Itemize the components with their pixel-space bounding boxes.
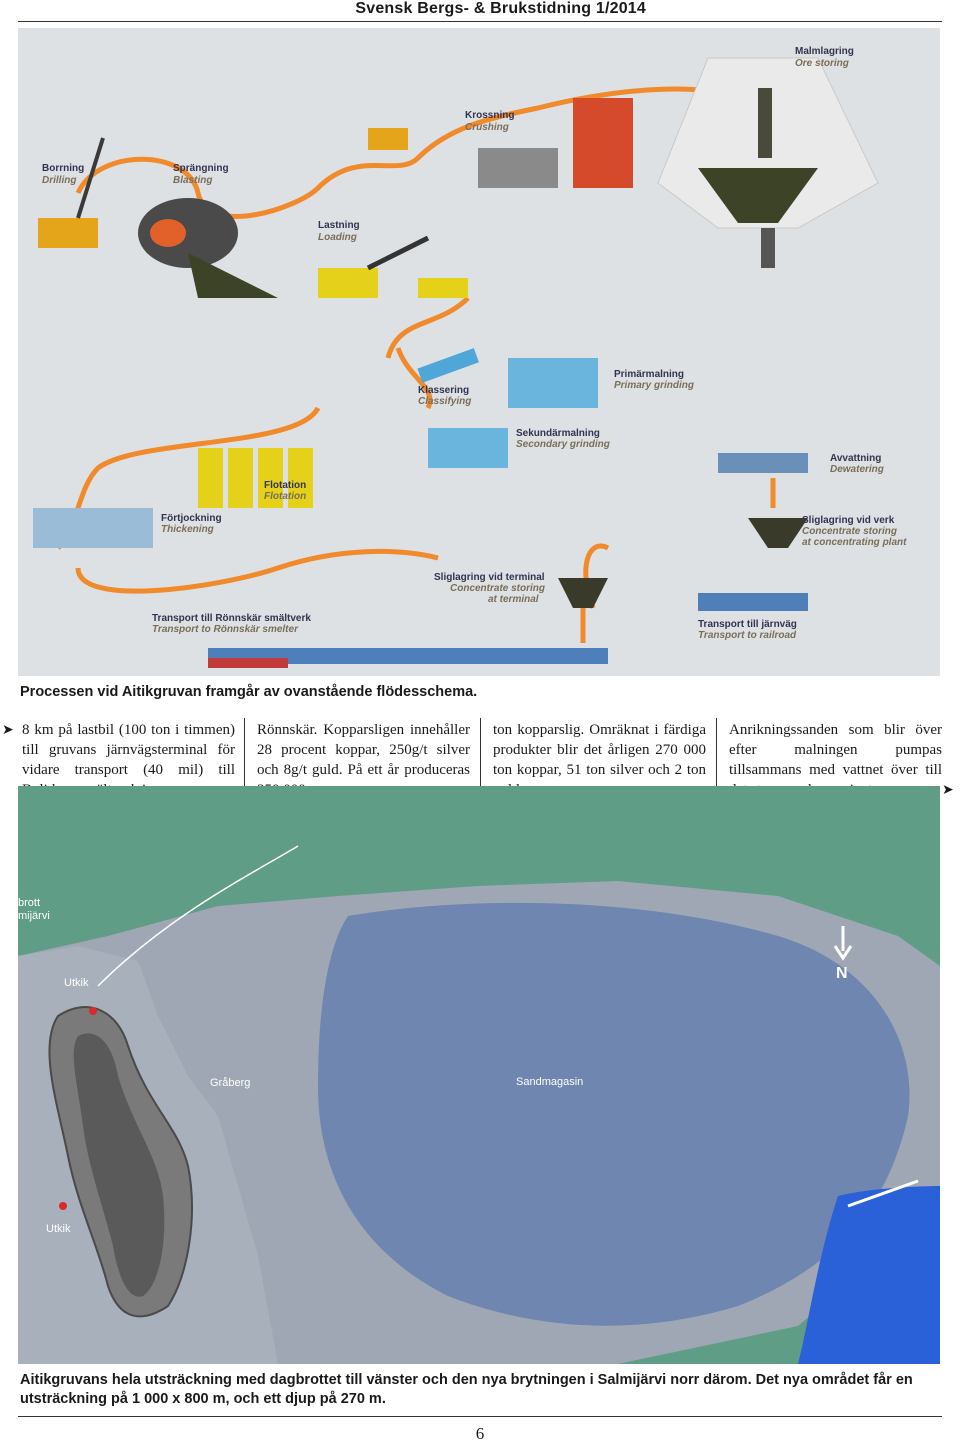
label-secondary: Sekundärmalning [516,428,600,439]
mine-map-photo: Utkik Utkik Gråberg Sandmagasin N brott … [18,786,940,1364]
label-terminal: Sliglagring vid terminal [434,572,545,583]
page-number: 6 [0,1424,960,1444]
label-primary: Primärmalning [614,369,684,380]
map-label-salmijarvi-2: mijärvi [18,910,50,922]
label-drilling-en: Drilling [42,175,76,186]
label-terminal-en2: at terminal [488,594,539,605]
map-label-sandmagasin: Sandmagasin [516,1076,583,1088]
continuation-arrow-icon: ➤ [2,722,14,738]
label-loading-en: Loading [318,232,357,243]
label-plant-storage: Sliglagring vid verk [802,515,895,526]
footer-rule [18,1416,942,1417]
label-ore-en: Ore storing [795,58,849,69]
label-loading: Lastning [318,220,360,231]
map-label-utkik-top: Utkik [64,977,89,989]
label-classifying: Klassering [418,385,469,396]
label-flotation: Flotation [264,480,306,491]
label-dewatering-en: Dewatering [830,464,884,475]
header-rule [18,21,942,22]
continuation-arrow-icon: ➤ [942,782,954,798]
label-smelter-en: Transport to Rönnskär smelter [152,624,299,635]
label-thickening-en: Thickening [161,524,214,535]
label-drilling: Borrning [42,163,84,174]
label-ore: Malmlagring [795,46,854,57]
label-terminal-en1: Concentrate storing [450,583,545,594]
north-indicator: N [836,965,848,982]
process-flowchart-photo: Borrning Drilling Sprängning Blasting La… [18,28,940,676]
label-primary-en: Primary grinding [614,380,694,391]
label-plant-storage-en1: Concentrate storing [802,526,897,537]
label-dewatering: Avvattning [830,453,881,464]
label-smelter: Transport till Rönnskär smältverk [152,613,311,624]
map-label-salmijarvi-1: brott [18,897,40,909]
label-railroad-en: Transport to railroad [698,630,797,641]
label-crushing-en: Crushing [465,122,509,133]
label-crushing: Krossning [465,110,514,121]
label-blasting-en: Blasting [173,175,212,186]
running-header: Svensk Bergs- & Brukstidning 1/2014 [0,0,960,22]
label-railroad: Transport till järnväg [698,619,797,630]
label-blasting: Sprängning [173,163,229,174]
map-label-utkik-bottom: Utkik [46,1223,71,1235]
flowchart-caption: Processen vid Aitikgruvan framgår av ova… [20,684,477,700]
publication-title: Svensk Bergs- & Brukstidning 1/2014 [355,0,646,18]
label-flotation-en: Flotation [264,491,306,502]
map-caption: Aitikgruvans hela utsträckning med dagbr… [20,1371,940,1409]
label-classifying-en: Classifying [418,396,471,407]
map-label-graberg: Gråberg [210,1077,250,1089]
label-secondary-en: Secondary grinding [516,439,610,450]
label-plant-storage-en2: at concentrating plant [802,537,907,548]
label-thickening: Förtjockning [161,513,222,524]
